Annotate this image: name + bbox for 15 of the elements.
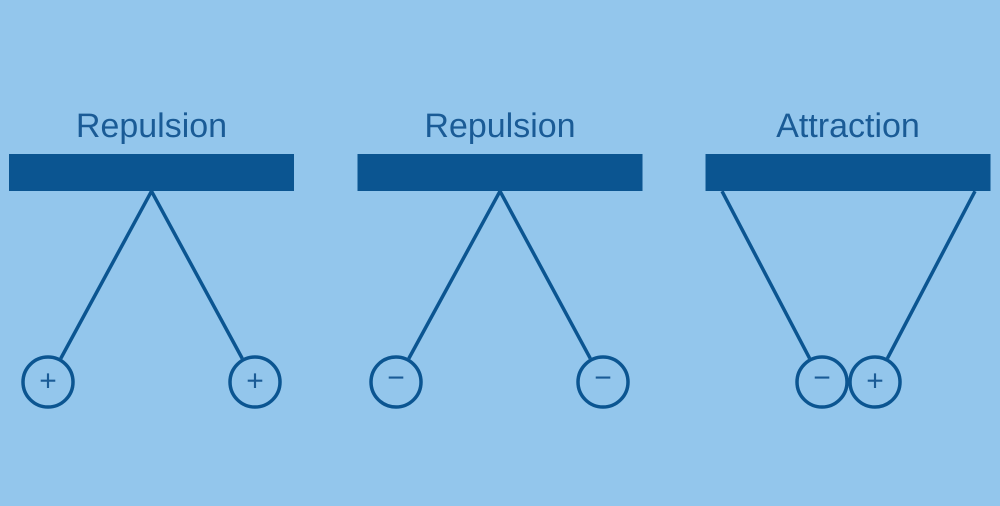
string-line (59, 190, 154, 360)
charge-ball: + (21, 355, 75, 409)
string-line (498, 190, 592, 360)
heading: Repulsion (78, 112, 225, 144)
heading: Repulsion (427, 112, 574, 144)
charge-ball: + (848, 355, 902, 409)
charge-ball: − (369, 355, 423, 409)
charge-ball: − (576, 355, 630, 409)
heading: Attraction (776, 112, 918, 138)
string-line (407, 190, 502, 360)
string-line (886, 190, 977, 360)
string-line (720, 190, 812, 360)
charge-ball: − (795, 355, 849, 409)
charge-ball: + (228, 355, 282, 409)
string-line (150, 190, 244, 360)
